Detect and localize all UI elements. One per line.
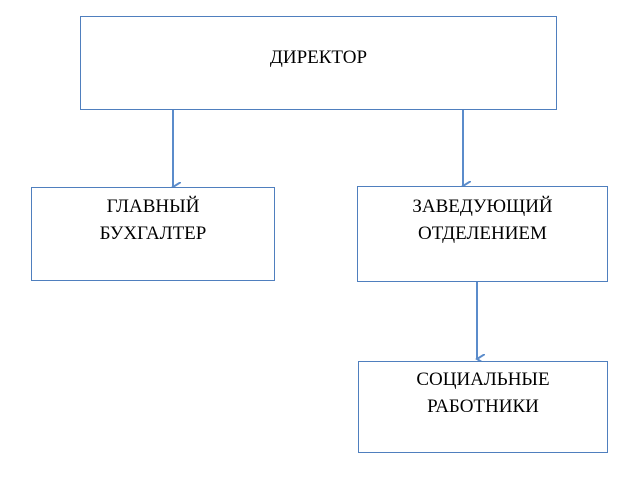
node-director-text: ДИРЕКТОР	[270, 47, 367, 77]
node-director: ДИРЕКТОР	[80, 16, 557, 110]
node-chief-accountant-text: ГЛАВНЫЙ БУХГАЛТЕР	[100, 193, 207, 247]
node-department-head-label-line-2: ОТДЕЛЕНИЕМ	[418, 223, 547, 244]
node-social-workers-label-line-2: РАБОТНИКИ	[427, 396, 539, 417]
node-chief-accountant: ГЛАВНЫЙ БУХГАЛТЕР	[31, 187, 275, 281]
node-social-workers-text: СОЦИАЛЬНЫЕ РАБОТНИКИ	[416, 366, 549, 420]
node-department-head-label-line-1: ЗАВЕДУЮЩИЙ	[412, 196, 553, 217]
node-social-workers: СОЦИАЛЬНЫЕ РАБОТНИКИ	[358, 361, 608, 453]
node-chief-accountant-label-line-1: ГЛАВНЫЙ	[106, 196, 200, 217]
node-social-workers-label-line-1: СОЦИАЛЬНЫЕ	[416, 369, 550, 390]
node-chief-accountant-label-line-2: БУХГАЛТЕР	[99, 223, 207, 244]
node-department-head-text: ЗАВЕДУЮЩИЙ ОТДЕЛЕНИЕМ	[412, 193, 552, 247]
node-department-head: ЗАВЕДУЮЩИЙ ОТДЕЛЕНИЕМ	[357, 186, 608, 282]
node-director-label: ДИРЕКТОР	[269, 46, 368, 68]
